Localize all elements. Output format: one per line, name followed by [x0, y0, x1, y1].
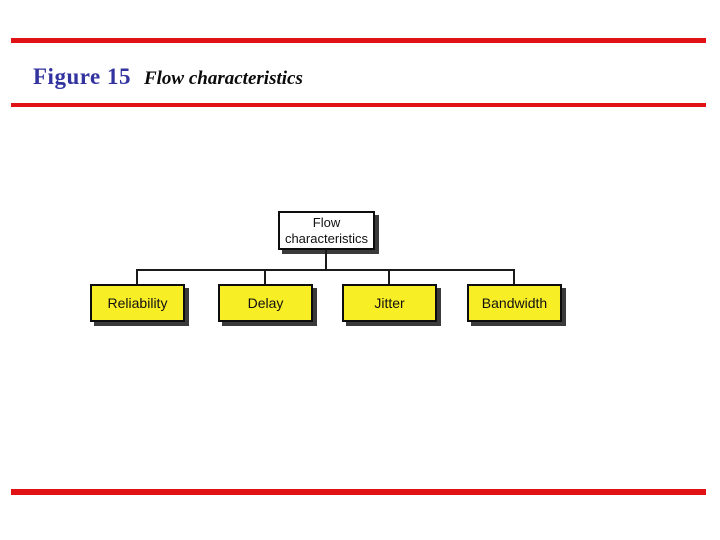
connector-drop-bandwidth: [513, 270, 515, 284]
connector-drop-jitter: [388, 270, 390, 284]
figure-title: Flow characteristics: [143, 68, 303, 89]
node-jitter-label: Jitter: [374, 295, 405, 311]
root-node-label: Flow characteristics: [284, 214, 369, 246]
figure-caption: Figure 15 Flow characteristics: [33, 64, 303, 90]
root-node-flow-characteristics: Flow characteristics: [278, 211, 375, 250]
mid-rule: [11, 103, 706, 107]
figure-label: Figure 15: [33, 64, 131, 89]
node-bandwidth-label: Bandwidth: [481, 295, 548, 311]
node-delay-label: Delay: [247, 295, 284, 311]
node-reliability-label: Reliability: [107, 295, 168, 311]
connector-rail: [136, 269, 515, 271]
connector-drop-delay: [264, 270, 266, 284]
node-bandwidth: Bandwidth: [467, 284, 562, 322]
connector-trunk: [325, 250, 327, 270]
node-reliability: Reliability: [90, 284, 185, 322]
bottom-rule: [11, 489, 706, 495]
connector-drop-reliability: [136, 270, 138, 284]
node-delay: Delay: [218, 284, 313, 322]
node-jitter: Jitter: [342, 284, 437, 322]
top-rule: [11, 38, 706, 43]
